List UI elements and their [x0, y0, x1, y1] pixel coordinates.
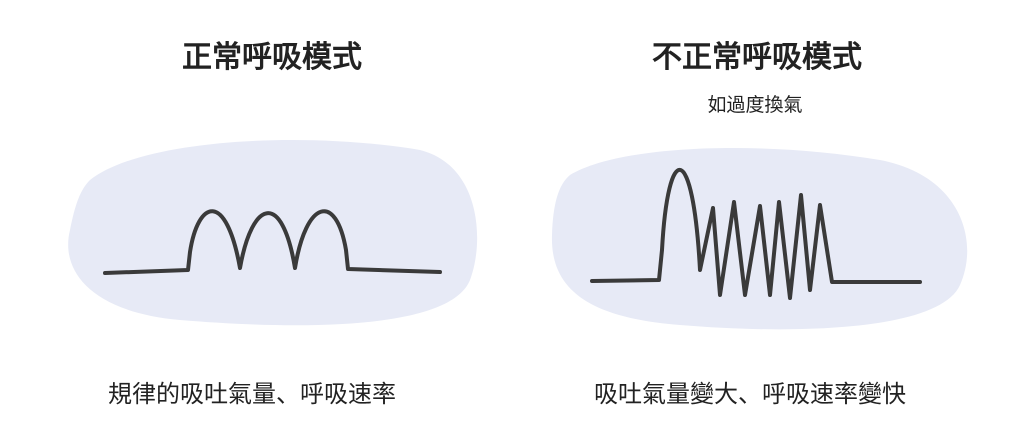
normal-background-blob — [68, 140, 478, 326]
abnormal-pattern-caption: 吸吐氣量變大、呼吸速率變快 — [594, 380, 906, 408]
abnormal-pattern-subtitle: 如過度換氣 — [707, 94, 803, 116]
normal-pattern-caption: 規律的吸吐氣量、呼吸速率 — [108, 380, 396, 408]
abnormal-background-blob — [551, 148, 968, 330]
abnormal-breathing-wave — [590, 167, 922, 300]
normal-pattern-title: 正常呼吸模式 — [182, 40, 362, 75]
normal-breathing-wave — [103, 209, 442, 275]
abnormal-pattern-title: 不正常呼吸模式 — [652, 40, 862, 75]
